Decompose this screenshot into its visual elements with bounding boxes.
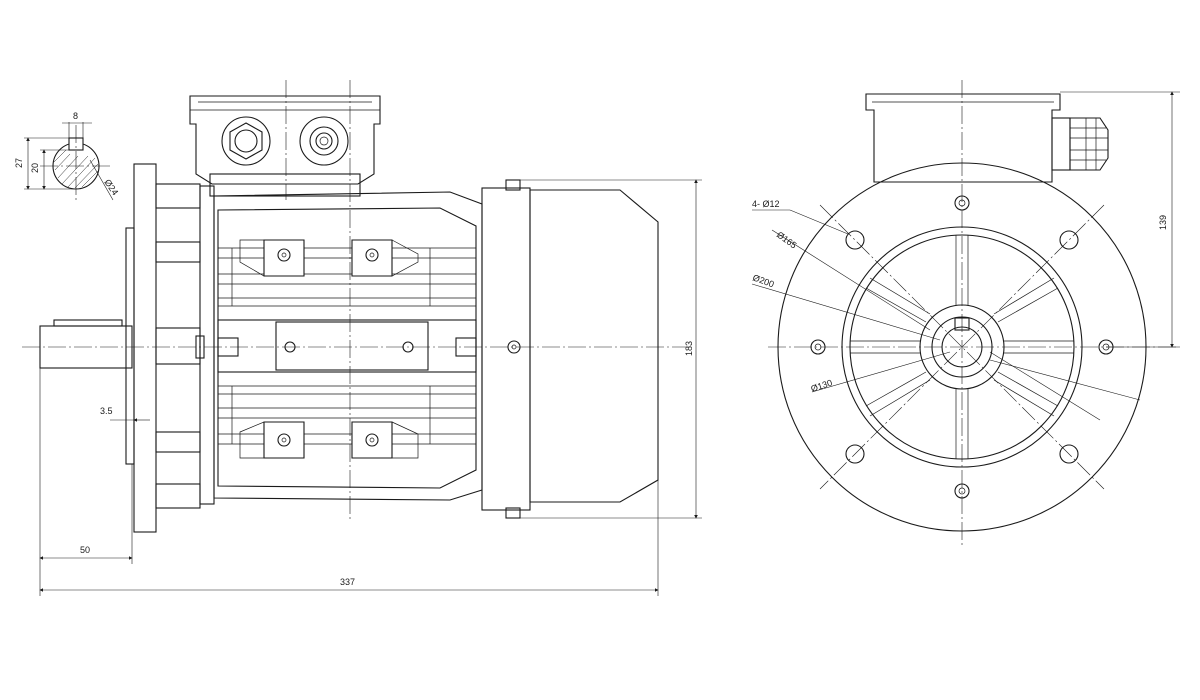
- key-depth-label: 20: [30, 163, 40, 173]
- motor-front-view: [751, 80, 1176, 546]
- shaft-section-view: 8 27 20 Ø24: [14, 111, 120, 201]
- shaft-height-label: 27: [14, 158, 24, 168]
- terminal-box-height-label: 139: [1158, 215, 1168, 230]
- shaft-diameter-label: Ø24: [102, 177, 120, 197]
- key-width-label: 8: [73, 111, 78, 121]
- spigot-diameter-label: Ø130: [810, 378, 834, 394]
- pitch-diameter-label: Ø165: [775, 230, 799, 251]
- shaft-length-label: 50: [80, 545, 90, 555]
- flange-diameter-label: Ø200: [751, 272, 775, 289]
- overall-length-label: 337: [340, 577, 355, 587]
- overall-height-label: 183: [684, 341, 694, 356]
- bolt-holes-label: 4- Ø12: [752, 199, 780, 209]
- flange-offset-label: 3.5: [100, 406, 113, 416]
- side-view-dimensions: 3.5 50 337 183: [39, 179, 702, 596]
- motor-side-view: [22, 80, 690, 533]
